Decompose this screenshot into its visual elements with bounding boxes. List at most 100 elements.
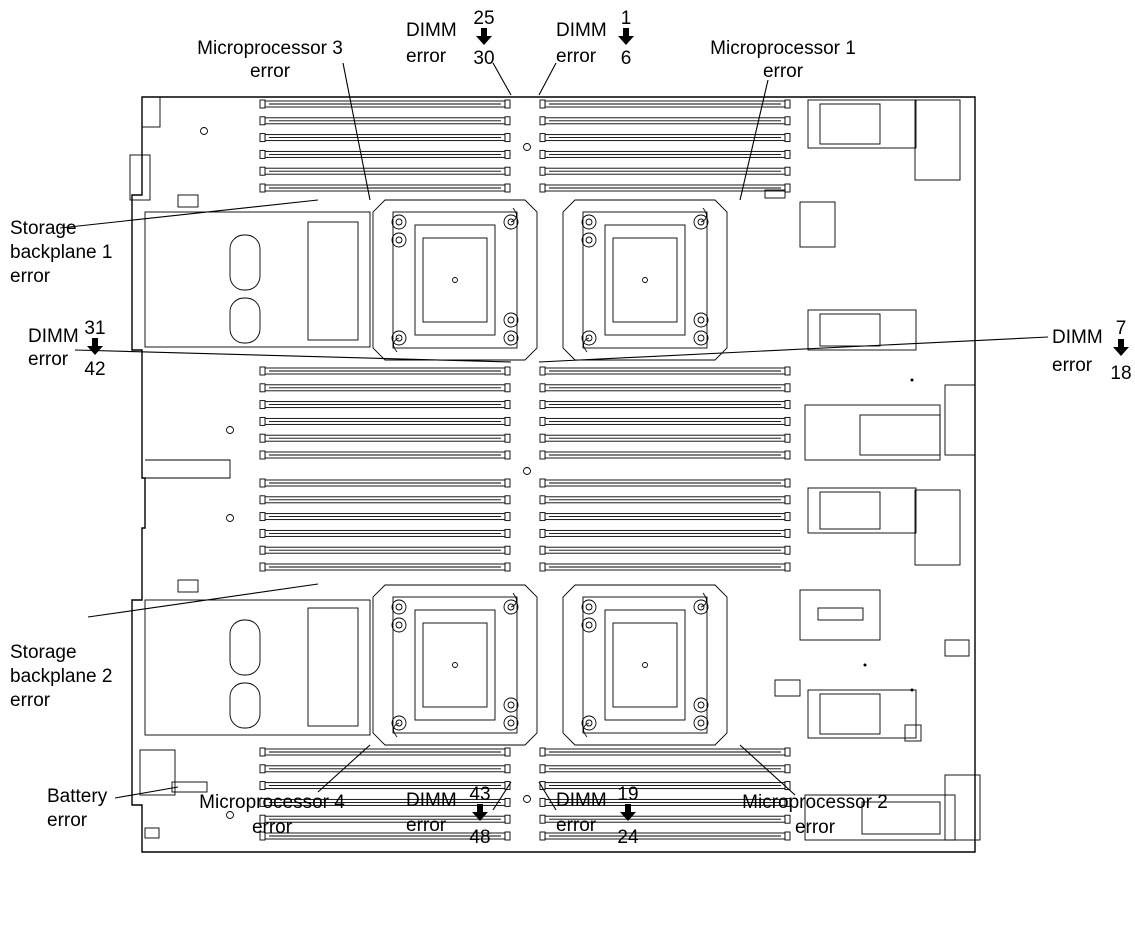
dimm-range-to: 30 <box>473 48 494 69</box>
callout-labels: Microprocessor 3 error Microprocessor 1 … <box>10 8 1132 848</box>
heat-sink-module-1 <box>807 99 917 149</box>
bracket-2 <box>799 589 881 641</box>
heat-sink-grid-1 <box>819 103 881 145</box>
mount-hole <box>226 811 234 819</box>
leader-sb2 <box>87 583 319 618</box>
dimm-range-to: 6 <box>621 48 632 69</box>
label-mp2-line1: Microprocessor 2 <box>742 792 888 813</box>
mount-hole <box>226 514 234 522</box>
arrow-down-icon <box>87 338 103 355</box>
label-sb1-line3: error <box>10 266 51 287</box>
dimm-range-from: 25 <box>473 8 494 29</box>
dimm-range-from: 19 <box>617 784 638 805</box>
backplane-2-latch-top <box>229 619 261 676</box>
label-mp4-line1: Microprocessor 4 <box>199 792 345 813</box>
label-battery-line2: error <box>47 810 88 831</box>
label-mp2-line2: error <box>795 817 836 838</box>
label-dimm-word: DIMM <box>556 790 607 811</box>
label-error-word: error <box>406 815 447 836</box>
system-board-outline <box>131 96 976 853</box>
bracket-1 <box>799 201 836 248</box>
label-mp4-line2: error <box>252 817 293 838</box>
backplane-1-bracket <box>307 221 359 341</box>
mount-hole <box>523 795 531 803</box>
storage-backplane-2 <box>144 599 371 736</box>
arrow-down-icon <box>472 804 488 821</box>
dimm-range-to: 48 <box>469 827 490 848</box>
processor-socket-4 <box>372 584 538 746</box>
connector-small <box>177 194 199 208</box>
leader-mp2 <box>739 744 796 796</box>
leader-mp1 <box>739 79 769 201</box>
label-mp1-line1: Microprocessor 1 <box>710 38 856 59</box>
label-sb1-line2: backplane 1 <box>10 242 112 263</box>
dimm-range-from: 31 <box>84 318 105 339</box>
small-component <box>774 679 801 697</box>
arrow-down-icon <box>618 28 634 45</box>
label-sb1-line1: Storage <box>10 218 77 239</box>
processor-sockets <box>372 199 728 746</box>
heat-sink-grid-3 <box>819 491 881 530</box>
heat-sink-module-2 <box>807 309 917 351</box>
backplane-2-latch-bottom <box>229 682 261 729</box>
connector-top-left <box>141 96 161 128</box>
m2-slot <box>817 607 864 621</box>
leader-sb1 <box>59 199 319 229</box>
dimm-range-to: 18 <box>1110 363 1131 384</box>
label-dimm-word: DIMM <box>406 20 457 41</box>
processor-socket-2 <box>562 584 728 746</box>
io-connector-4 <box>944 774 981 841</box>
leader-dimm-31-42 <box>74 349 512 363</box>
small-component-2 <box>944 639 970 657</box>
callout-lines <box>59 62 1049 811</box>
leader-dimm-7-18 <box>538 336 1049 363</box>
arrow-down-icon <box>1113 339 1129 356</box>
connector-left <box>129 154 151 201</box>
heat-sink-grid-2 <box>819 313 881 347</box>
jumper-block <box>904 724 922 742</box>
label-dimm-word: DIMM <box>556 20 607 41</box>
riser-grid-2 <box>861 801 941 835</box>
label-error-word: error <box>28 349 69 370</box>
dimm-range-from: 43 <box>469 784 490 805</box>
processor-socket-1 <box>562 199 728 361</box>
label-sb2-line1: Storage <box>10 642 77 663</box>
leader-dimm-19-24 <box>538 781 557 811</box>
leader-mp3 <box>342 62 371 201</box>
mount-hole <box>226 426 234 434</box>
dimm-range-to: 42 <box>84 359 105 380</box>
io-connector-1 <box>914 99 961 181</box>
arrow-down-icon <box>620 804 636 821</box>
dimm-range-from: 1 <box>621 8 632 29</box>
mount-hole <box>523 467 531 475</box>
mount-hole <box>523 143 531 151</box>
storage-backplane-1 <box>144 211 371 348</box>
riser-connector-2 <box>804 794 956 841</box>
backplane-1-latch-bottom <box>229 297 261 344</box>
battery-clip <box>144 827 160 839</box>
label-error-word: error <box>556 46 597 67</box>
riser-body-1 <box>859 414 941 456</box>
leader-dimm-43-48 <box>492 781 512 811</box>
dimm-slot-banks <box>259 99 791 841</box>
dimm-range-to: 24 <box>617 827 639 848</box>
small-connector <box>764 189 786 199</box>
board-divider <box>145 459 231 479</box>
leader-mp4 <box>317 744 371 793</box>
right-side-components <box>764 99 981 841</box>
label-dimm-word: DIMM <box>1052 327 1103 348</box>
leader-dimm-25-30 <box>492 62 512 96</box>
io-connector-3 <box>914 489 961 566</box>
label-error-word: error <box>556 815 597 836</box>
label-mp1-line2: error <box>763 61 804 82</box>
battery-connector <box>171 781 208 793</box>
label-sb2-line2: backplane 2 <box>10 666 112 687</box>
label-dimm-word: DIMM <box>406 790 457 811</box>
label-sb2-line3: error <box>10 690 51 711</box>
backplane-1-latch-top <box>229 234 261 291</box>
io-connector-2 <box>944 384 976 456</box>
battery-holder <box>139 749 176 796</box>
dimm-range-from: 7 <box>1116 318 1127 339</box>
processor-socket-3 <box>372 199 538 361</box>
